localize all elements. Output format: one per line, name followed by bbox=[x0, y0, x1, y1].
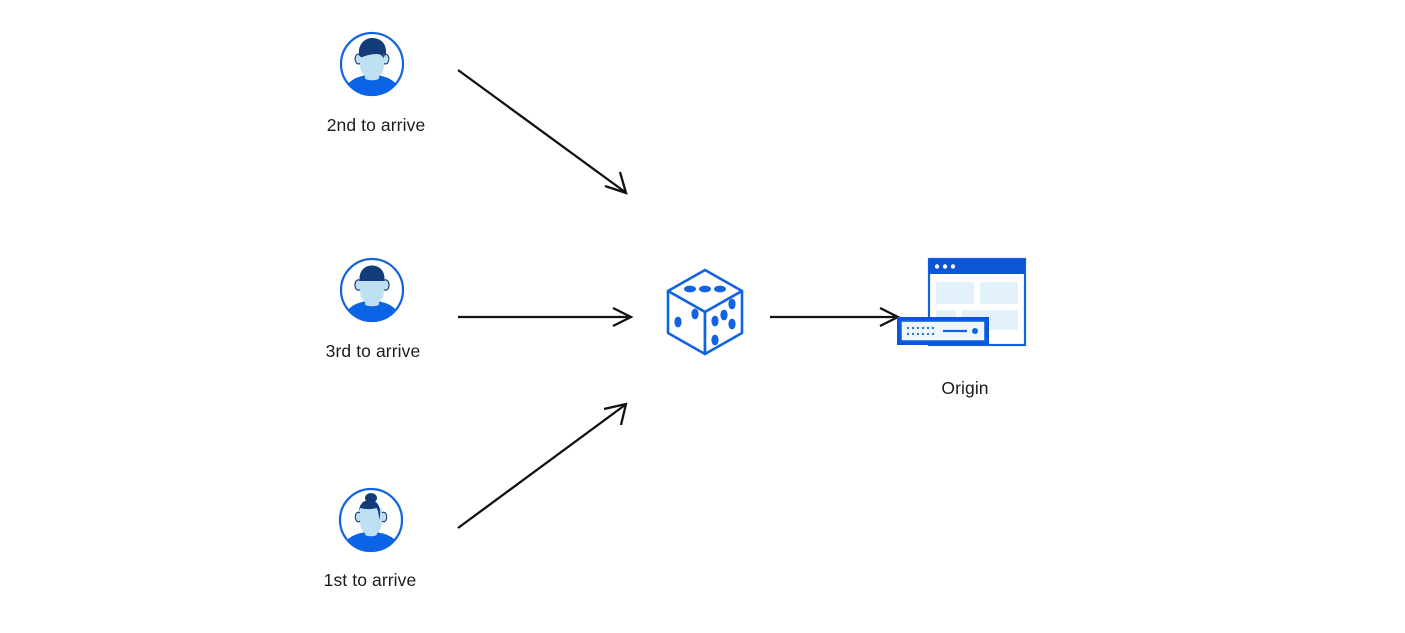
origin-server-icon bbox=[893, 255, 1033, 365]
user-avatar-icon-2nd bbox=[338, 30, 406, 98]
user-avatar-icon-3rd bbox=[338, 256, 406, 324]
arrow-dice-to-origin bbox=[770, 306, 901, 328]
arrow-3rd-to-dice bbox=[458, 306, 634, 328]
origin-label: Origin bbox=[941, 378, 989, 398]
user-avatar-icon-1st bbox=[337, 486, 405, 554]
dice-icon bbox=[660, 264, 750, 360]
client-label-2nd: 2nd to arrive bbox=[326, 115, 426, 135]
arrow-1st-to-dice bbox=[457, 402, 628, 529]
server-device-icon bbox=[897, 317, 989, 345]
client-label-3rd: 3rd to arrive bbox=[325, 341, 421, 361]
client-label-1st: 1st to arrive bbox=[323, 570, 417, 590]
